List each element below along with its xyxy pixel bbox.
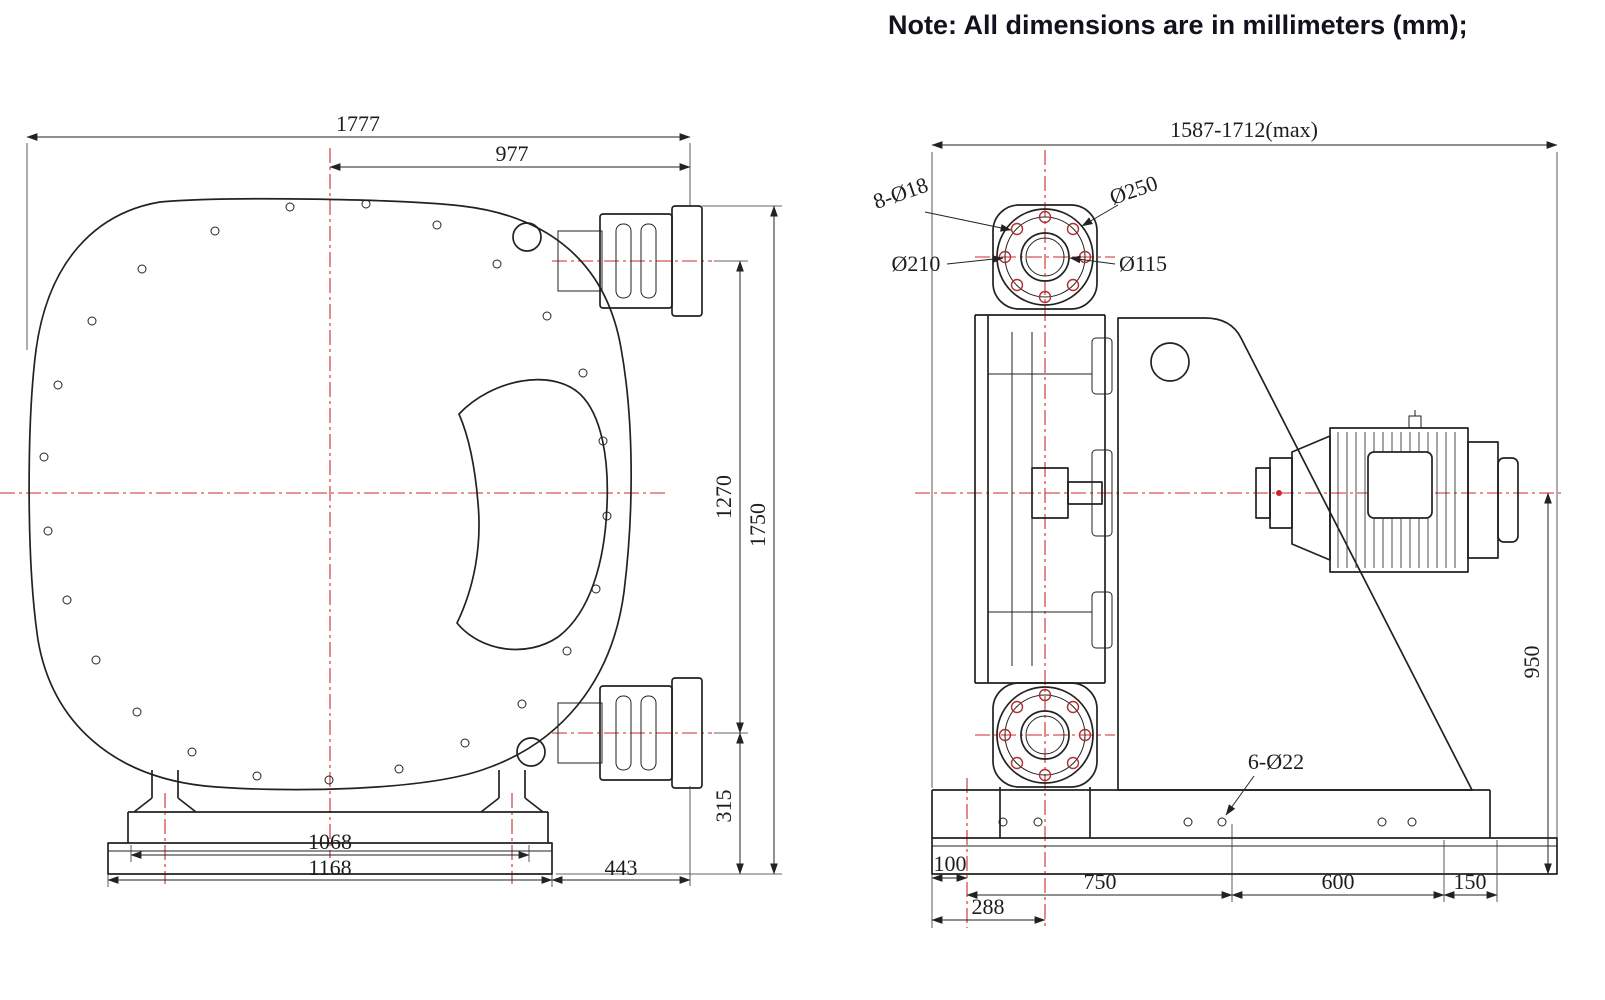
casing-plug-top xyxy=(512,222,542,252)
units-note: Note: All dimensions are in millimeters … xyxy=(888,10,1468,40)
bottom-flange-bolt-holes xyxy=(998,688,1092,782)
dim-label-overall-height: 1750 xyxy=(745,503,770,547)
dim-label-overall-width-front: 1777 xyxy=(336,111,380,136)
dim-label-port-spacing: 1270 xyxy=(711,475,736,519)
dimensions-side: 1587-1712(max) 8-Ø18 Ø250 Ø210 Ø115 950 … xyxy=(870,117,1558,928)
bottom-flange xyxy=(992,682,1098,788)
base-front xyxy=(107,770,553,875)
motor-eyebolt xyxy=(1408,410,1422,428)
dim-label-overall-width-side: 1587-1712(max) xyxy=(1170,117,1318,142)
centerlines-front xyxy=(0,148,712,884)
casing-bolt-holes xyxy=(39,199,612,785)
frame-pedestal xyxy=(1117,317,1473,791)
bottom-port xyxy=(557,677,703,789)
dim-label-right-overhang: 443 xyxy=(605,855,638,880)
dim-label-600: 600 xyxy=(1322,869,1355,894)
lifting-hole xyxy=(1150,342,1190,382)
motor xyxy=(1255,410,1519,573)
dim-label-base-inner: 1068 xyxy=(308,829,352,854)
dim-label-port-to-base: 315 xyxy=(711,790,736,823)
casing-outline xyxy=(28,197,632,791)
anchor-holes xyxy=(998,817,1417,827)
dim-label-100: 100 xyxy=(934,851,967,876)
dim-label-center-height: 950 xyxy=(1519,646,1544,679)
dim-label-flange-bore: Ø115 xyxy=(1119,251,1167,276)
centerlines-side xyxy=(915,150,1562,928)
dim-label-center-to-right: 977 xyxy=(496,141,529,166)
dimensions-front: 1777 977 1270 1750 315 1068 1168 443 xyxy=(26,111,782,887)
dim-label-288: 288 xyxy=(972,894,1005,919)
dim-label-anchor-holes: 6-Ø22 xyxy=(1248,749,1304,774)
pump-casing xyxy=(28,197,632,791)
top-port xyxy=(557,205,703,317)
dim-label-flange-bolt-circle: Ø210 xyxy=(892,251,941,276)
motor-junction-box xyxy=(1367,451,1433,519)
coupling-mark xyxy=(1276,490,1282,496)
side-view: 1587-1712(max) 8-Ø18 Ø250 Ø210 Ø115 950 … xyxy=(870,117,1562,928)
dim-label-flange-od: Ø250 xyxy=(1106,170,1160,210)
dim-label-750: 750 xyxy=(1084,869,1117,894)
front-view: 1777 977 1270 1750 315 1068 1168 443 xyxy=(0,111,782,887)
dim-label-150: 150 xyxy=(1454,869,1487,894)
dim-label-flange-bolt-holes: 8-Ø18 xyxy=(870,172,931,214)
dim-label-base-outer: 1168 xyxy=(308,855,351,880)
base-side xyxy=(931,787,1558,875)
inspection-window xyxy=(456,378,609,651)
pump-housing-side xyxy=(974,314,1113,684)
casing-plug-bottom xyxy=(516,737,546,767)
